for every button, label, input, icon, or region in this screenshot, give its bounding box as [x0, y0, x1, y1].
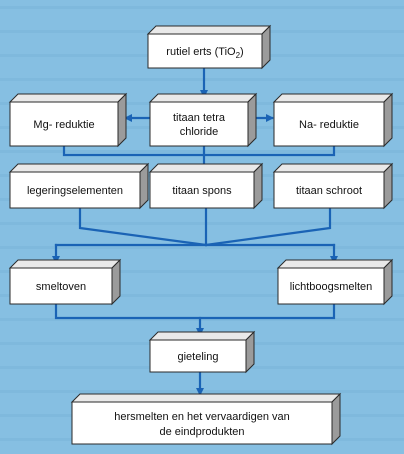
label-na-reductie: Na- reduktie	[299, 119, 359, 131]
bus-level-5	[54, 302, 336, 320]
box-lichtboogsmelten: lichtboogsmelten	[276, 258, 394, 306]
box-titaan-schroot: titaan schroot	[272, 162, 394, 210]
line-legering-to-bus	[78, 206, 208, 247]
box-titaan-tetra-chloride: titaan tetra chloride	[148, 92, 258, 148]
flow-connectors	[52, 66, 338, 396]
box-gieteling: gieteling	[148, 330, 256, 374]
box-mg-reductie: Mg- reduktie	[8, 92, 128, 148]
label-hersmelten-line2: de eindprodukten	[159, 426, 244, 438]
label-titaan-schroot: titaan schroot	[296, 185, 362, 197]
label-lichtboogsmelten: lichtboogsmelten	[290, 281, 373, 293]
label-smeltoven: smeltoven	[36, 281, 86, 293]
box-hersmelten: hersmelten en het vervaardigen van de ei…	[70, 392, 342, 446]
box-na-reductie: Na- reduktie	[272, 92, 394, 148]
label-hersmelten-line1: hersmelten en het vervaardigen van	[114, 411, 290, 423]
box-rutiel-erts: rutiel erts (TiO2)	[146, 24, 272, 70]
box-smeltoven: smeltoven	[8, 258, 122, 306]
label-rutiel-erts: rutiel erts (TiO2)	[166, 46, 243, 60]
line-schroot-to-bus	[204, 206, 332, 247]
box-legeringselementen: legeringselementen	[8, 162, 150, 210]
label-legeringselementen: legeringselementen	[27, 185, 123, 197]
label-mg-reductie: Mg- reduktie	[33, 119, 94, 131]
bus-level-2	[62, 144, 336, 157]
label-titaan-tetra-line2: chloride	[180, 126, 219, 138]
box-titaan-spons: titaan spons	[148, 162, 264, 210]
label-gieteling: gieteling	[178, 351, 219, 363]
label-titaan-tetra-line1: titaan tetra	[173, 112, 226, 124]
label-titaan-spons: titaan spons	[172, 185, 232, 197]
